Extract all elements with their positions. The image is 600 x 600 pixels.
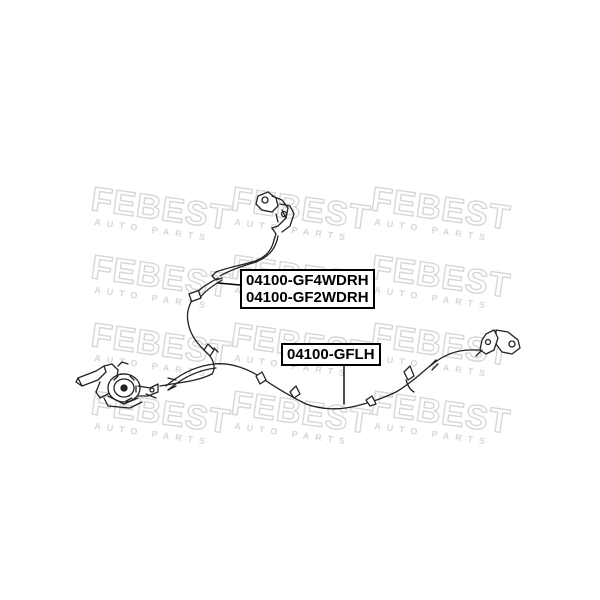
leader-lines: [217, 282, 345, 405]
caliper-bracket-top-icon: [255, 191, 295, 241]
part-number-gf4wdrh: 04100-GF4WDRH: [246, 272, 369, 289]
caliper-bracket-right-icon: [475, 329, 521, 357]
right-cable-part-numbers: 04100-GF4WDRH 04100-GF2WDRH: [240, 269, 375, 309]
part-number-gflh: 04100-GFLH: [287, 346, 375, 363]
part-number-gf2wdrh: 04100-GF2WDRH: [246, 289, 369, 306]
left-cable-icon: [165, 349, 481, 410]
left-cable-part-number: 04100-GFLH: [281, 343, 381, 366]
handbrake-lever-icon: [75, 361, 159, 409]
right-cable-icon: [159, 235, 279, 391]
